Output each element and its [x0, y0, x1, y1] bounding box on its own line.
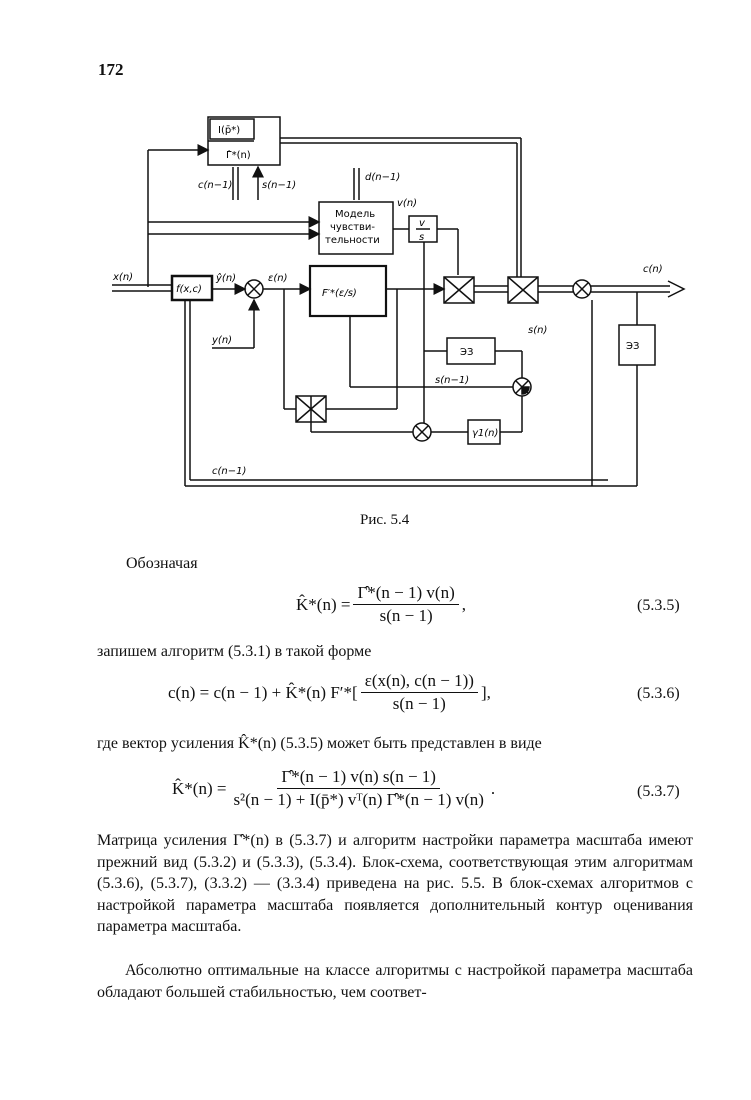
paragraph-1: Матрица усиления Γ̂*(n) в (5.3.7) и алго… — [97, 832, 693, 935]
i-block-label: I(p̄*) — [218, 125, 240, 136]
signal-d: d(n−1) — [365, 172, 400, 183]
eq535-fraction: Γ̂*(n − 1) v(n) s(n − 1) — [353, 583, 459, 626]
delay-1-label: ЭЗ — [460, 347, 473, 358]
sum-2 — [572, 279, 592, 299]
equation-5-3-5: K̂*(n) = Γ̂*(n − 1) v(n) s(n − 1) , — [296, 583, 466, 626]
signal-c-out: c(n) — [643, 264, 663, 275]
gain-text: где вектор усиления K̂*(n) (5.3.5) может… — [97, 735, 542, 752]
eq535-denominator: s(n − 1) — [379, 606, 433, 625]
eq537-numerator: Γ̂*(n − 1) v(n) s(n − 1) — [277, 767, 440, 789]
eq536-number: (5.3.6) — [637, 685, 680, 702]
signal-s: s(n) — [528, 325, 547, 336]
f-block-label: f(x,c) — [176, 284, 202, 295]
eq535-number: (5.3.5) — [637, 597, 680, 614]
eq536-tail: ], — [480, 682, 491, 702]
signal-y: y(n) — [211, 335, 232, 346]
signal-eps: ε(n) — [268, 273, 288, 284]
signal-yhat: ŷ(n) — [215, 272, 236, 284]
eq535-lhs: K̂*(n) = — [296, 594, 351, 614]
eq537-fraction: Γ̂*(n − 1) v(n) s(n − 1) s²(n − 1) + I(p… — [229, 767, 487, 810]
eq537-lhs: K̂*(n) = — [172, 778, 227, 798]
nonlinearity-label: F′*(ε/s) — [322, 288, 357, 299]
eq537-denominator: s²(n − 1) + I(p̄*) vᵀ(n) Γ̂*(n − 1) v(n) — [233, 790, 484, 809]
eq536-lhs: c(n) = c(n − 1) + K̂*(n) F′*[ — [168, 682, 358, 702]
block-diagram: I(p̄*) Γ̂*(n) Модель чувстви- тельности … — [112, 116, 686, 487]
eq537-number: (5.3.7) — [637, 783, 680, 800]
model-label-2: чувстви- — [330, 222, 375, 233]
signal-s-prev: s(n−1) — [435, 375, 469, 386]
page-number: 172 — [98, 60, 124, 79]
figure-caption: Рис. 5.4 — [360, 512, 410, 528]
multiplier-2 — [507, 276, 539, 304]
signal-c-prev-top: c(n−1) — [198, 180, 232, 191]
model-f-block — [170, 274, 214, 302]
signal-x: x(n) — [112, 272, 133, 283]
eq535-tail: , — [461, 594, 466, 614]
i-subblock — [209, 118, 255, 140]
intro-text: Обозначая — [126, 555, 198, 572]
equation-5-3-7: K̂*(n) = Γ̂*(n − 1) v(n) s(n − 1) s²(n −… — [172, 767, 495, 810]
model-label-3: тельности — [325, 235, 380, 246]
signal-s-prev-top: s(n−1) — [262, 180, 296, 191]
v-over-s-den: s — [419, 232, 424, 243]
delay-2-label: ЭЗ — [626, 341, 639, 352]
eq536-fraction: ε(x(n), c(n − 1)) s(n − 1) — [360, 671, 478, 714]
v-over-s-num: v — [419, 218, 426, 229]
eq537-tail: . — [490, 778, 496, 798]
signal-v: v(n) — [397, 198, 417, 209]
algorithm-intro: запишем алгоритм (5.3.1) в такой форме — [97, 643, 372, 660]
model-label-1: Модель — [335, 209, 375, 220]
signal-c-prev-bottom: c(n−1) — [212, 466, 246, 477]
eq536-numerator: ε(x(n), c(n − 1)) — [360, 671, 478, 693]
gamma-block-label: Γ̂*(n) — [226, 149, 251, 161]
eq535-numerator: Γ̂*(n − 1) v(n) — [353, 583, 459, 605]
equation-5-3-6: c(n) = c(n − 1) + K̂*(n) F′*[ ε(x(n), c(… — [168, 671, 491, 714]
eq536-denominator: s(n − 1) — [392, 694, 446, 713]
paragraph-2: Абсолютно оптимальные на классе алгоритм… — [97, 962, 693, 1001]
gamma1-label: γ1(n) — [472, 428, 498, 439]
